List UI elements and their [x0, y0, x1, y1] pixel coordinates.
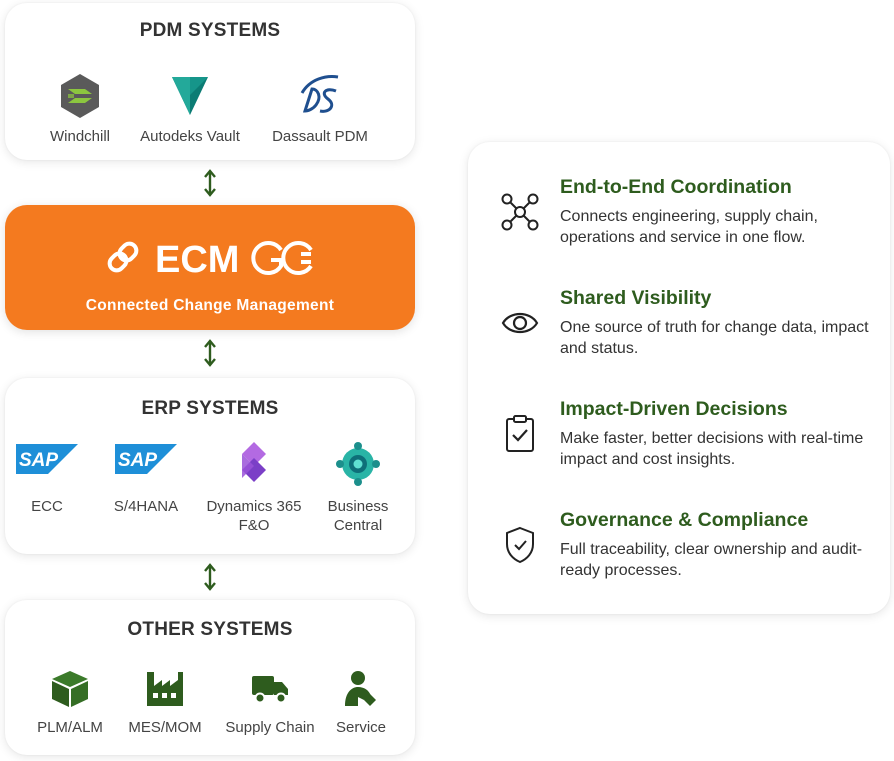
other-item-mes-mom: MES/MOM — [120, 668, 210, 748]
benefit-title: Shared Visibility — [560, 287, 712, 309]
pdm-item-dassault: Dassault PDM — [260, 71, 380, 151]
ecm-go-logo: ECM — [5, 235, 415, 284]
eye-icon — [501, 312, 539, 334]
other-item-label: MES/MOM — [128, 719, 202, 736]
factory-icon — [147, 672, 183, 706]
sap-logo-icon: SAP — [16, 444, 78, 474]
link-chain-icon: ECM — [107, 239, 313, 279]
bidirectional-arrow-icon — [204, 563, 216, 591]
pdm-title: PDM SYSTEMS — [139, 20, 281, 41]
windchill-logo-icon — [61, 74, 99, 118]
erp-title: ERP SYSTEMS — [141, 398, 279, 419]
erp-systems-card: ERP SYSTEMS SAP ECC SAP S/4HANA Dynamics… — [5, 378, 415, 554]
ecm-logo-text: ECM — [155, 239, 239, 279]
dassault-logo-icon — [300, 75, 339, 113]
benefit-impact-driven: Impact-Driven Decisions Make faster, bet… — [468, 398, 890, 478]
benefit-text: Full traceability, clear ownership and a… — [560, 541, 863, 579]
network-icon — [501, 193, 539, 231]
other-item-label: PLM/ALM — [37, 719, 103, 736]
erp-item-label: ECC — [31, 498, 63, 515]
benefits-card: End-to-End Coordination Connects enginee… — [468, 142, 890, 614]
other-title: OTHER SYSTEMS — [127, 619, 293, 640]
erp-item-business-central: Business Central — [311, 442, 405, 542]
other-item-supply-chain: Supply Chain — [215, 668, 325, 748]
benefit-shared-visibility: Shared Visibility One source of truth fo… — [468, 287, 890, 367]
other-systems-card: OTHER SYSTEMS PLM/ALM MES/MOM Supply Cha… — [5, 600, 415, 755]
erp-item-dynamics-365: Dynamics 365 F&O — [198, 442, 310, 542]
pdm-item-autodesk-vault: Autodeks Vault — [130, 71, 250, 151]
benefit-end-to-end: End-to-End Coordination Connects enginee… — [468, 176, 890, 256]
cube-icon — [52, 671, 88, 707]
pdm-item-label: Dassault PDM — [272, 128, 368, 145]
clipboard-check-icon — [506, 415, 534, 452]
benefit-title: End-to-End Coordination — [560, 176, 792, 198]
autodesk-vault-logo-icon — [172, 77, 208, 115]
truck-icon — [252, 676, 288, 704]
other-item-service: Service — [325, 668, 397, 748]
erp-item-label: Dynamics 365 F&O — [206, 498, 302, 534]
business-central-logo-icon — [336, 442, 380, 486]
bidirectional-arrow-icon — [204, 339, 216, 367]
other-item-label: Service — [335, 719, 387, 736]
benefit-text: Make faster, better decisions with real-… — [560, 430, 864, 468]
shield-check-icon — [506, 526, 534, 564]
erp-item-s4hana: SAP S/4HANA — [101, 442, 191, 542]
pdm-item-label: Autodeks Vault — [140, 128, 240, 145]
benefit-title: Impact-Driven Decisions — [560, 398, 788, 420]
bidirectional-arrow-icon — [204, 169, 216, 197]
benefit-governance: Governance & Compliance Full traceabilit… — [468, 509, 890, 589]
benefit-text: One source of truth for change data, imp… — [560, 319, 869, 357]
ecm-subtitle: Connected Change Management — [85, 297, 335, 314]
erp-item-ecc: SAP ECC — [7, 442, 87, 542]
pdm-item-windchill: Windchill — [25, 71, 135, 151]
other-item-plm-alm: PLM/ALM — [25, 668, 115, 748]
pdm-item-label: Windchill — [49, 128, 110, 145]
benefit-title: Governance & Compliance — [560, 509, 809, 531]
svg-text:SAP: SAP — [19, 450, 58, 471]
benefit-text: Connects engineering, supply chain, oper… — [560, 208, 818, 246]
svg-text:SAP: SAP — [118, 450, 157, 471]
service-person-icon — [345, 671, 376, 706]
erp-item-label: Business Central — [327, 498, 389, 534]
pdm-systems-card: PDM SYSTEMS Windchill Autodeks Vault Das… — [5, 3, 415, 160]
ecm-go-card: ECM Connected Change Management — [5, 205, 415, 330]
sap-logo-icon: SAP — [115, 444, 177, 474]
dynamics-365-logo-icon — [242, 442, 266, 482]
erp-item-label: S/4HANA — [113, 498, 179, 515]
other-item-label: Supply Chain — [225, 719, 315, 736]
